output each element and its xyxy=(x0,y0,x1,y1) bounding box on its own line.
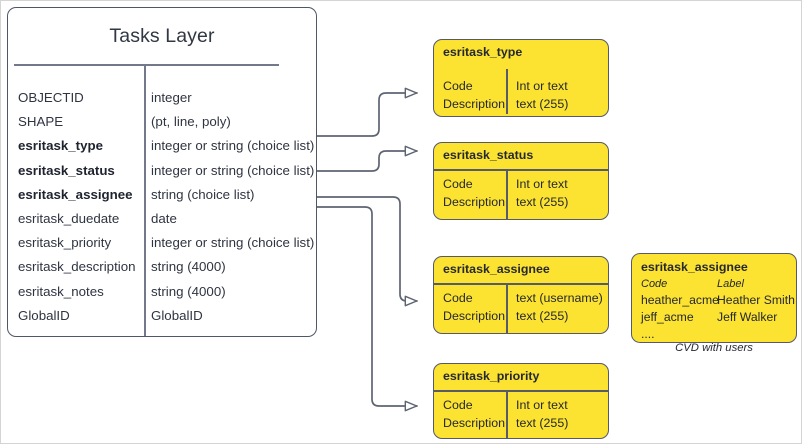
cvd-code: heather_acme xyxy=(641,293,719,307)
field-type: (pt, line, poly) xyxy=(151,114,231,130)
domain-column-divider xyxy=(506,391,508,438)
domain-title: esritask_type xyxy=(443,45,523,59)
table-row[interactable]: esritask_description string (4000) xyxy=(8,255,316,279)
domain-box-esritask-priority[interactable]: esritask_priority Code Description Int o… xyxy=(433,363,609,439)
domain-box-esritask-status[interactable]: esritask_status Code Description Int or … xyxy=(433,142,609,220)
domain-right-lines: Int or text text (255) xyxy=(516,176,568,211)
domain-title-divider xyxy=(434,169,608,171)
connector-priority xyxy=(316,206,418,412)
domain-left-lines: Code Description xyxy=(443,397,505,432)
cvd-label: Heather Smith xyxy=(717,293,795,307)
field-name: SHAPE xyxy=(18,114,64,130)
cvd-title: esritask_assignee xyxy=(641,260,748,274)
list-item[interactable]: jeff_acme Jeff Walker xyxy=(641,309,793,326)
domain-title: esritask_status xyxy=(443,148,534,162)
domain-right-line: Int or text xyxy=(516,398,568,412)
connector-status xyxy=(316,145,418,172)
table-row[interactable]: OBJECTID integer xyxy=(8,86,316,110)
table-row[interactable]: esritask_duedate date xyxy=(8,207,316,231)
cvd-ellipsis: .... xyxy=(641,327,655,341)
domain-left-line: Code xyxy=(443,398,473,412)
domain-left-line: Code xyxy=(443,79,473,93)
cvd-grid: Code Label heather_acme Heather Smith je… xyxy=(641,277,795,343)
field-name: GlobalID xyxy=(18,307,70,323)
domain-left-line: Description xyxy=(443,194,505,209)
domain-left-lines: Code Description xyxy=(443,78,505,113)
table-row[interactable]: SHAPE (pt, line, poly) xyxy=(8,110,316,134)
domain-right-line: text (255) xyxy=(516,308,569,323)
field-name: esritask_description xyxy=(18,259,136,275)
field-name: esritask_status xyxy=(18,162,115,178)
domain-right-line: text (username) xyxy=(516,291,603,305)
domain-right-line: text (255) xyxy=(516,194,569,209)
domain-title: esritask_priority xyxy=(443,369,540,383)
field-type: integer or string (choice list) xyxy=(151,138,315,154)
cvd-code: jeff_acme xyxy=(641,310,694,324)
domain-right-line: Int or text xyxy=(516,79,568,93)
domain-column-divider xyxy=(506,69,508,114)
field-type: integer xyxy=(151,90,192,105)
field-type: string (4000) xyxy=(151,283,226,299)
domain-left-line: Description xyxy=(443,415,505,430)
domain-title-divider xyxy=(434,283,608,285)
field-name: esritask_duedate xyxy=(18,210,120,226)
entity-column-divider xyxy=(144,66,146,336)
entity-title-divider xyxy=(14,64,279,66)
domain-left-line: Description xyxy=(443,96,505,111)
cvd-header-row: Code Label xyxy=(641,277,793,292)
domain-right-line: Int or text xyxy=(516,177,568,191)
field-type: string (choice list) xyxy=(151,186,255,202)
list-item: .... xyxy=(641,326,793,343)
domain-title: esritask_assignee xyxy=(443,262,550,276)
connector-type xyxy=(316,87,418,137)
field-name: esritask_notes xyxy=(18,283,104,299)
cvd-assignee-box[interactable]: esritask_assignee Code Label heather_acm… xyxy=(631,253,797,343)
domain-left-line: Description xyxy=(443,308,505,323)
field-name: esritask_type xyxy=(18,138,104,154)
table-row[interactable]: esritask_notes string (4000) xyxy=(8,280,316,304)
connector-assignee xyxy=(316,196,418,307)
cvd-label: Jeff Walker xyxy=(717,310,778,324)
field-name: OBJECTID xyxy=(18,90,84,105)
domain-right-line: text (255) xyxy=(516,96,569,111)
domain-right-lines: text (username) text (255) xyxy=(516,290,603,325)
table-row[interactable]: esritask_assignee string (choice list) xyxy=(8,183,316,207)
tasks-layer-entity[interactable]: Tasks Layer OBJECTID integer SHAPE (pt, … xyxy=(7,7,317,337)
cvd-caption: CVD with users xyxy=(675,342,753,354)
domain-column-divider xyxy=(506,284,508,333)
table-row[interactable]: esritask_priority integer or string (cho… xyxy=(8,231,316,255)
field-type: integer or string (choice list) xyxy=(151,235,315,251)
table-row[interactable]: GlobalID GlobalID xyxy=(8,304,316,328)
domain-left-lines: Code Description xyxy=(443,290,505,325)
cvd-header-code: Code xyxy=(641,278,668,290)
field-name: esritask_priority xyxy=(18,235,112,251)
cvd-header-label: Label xyxy=(717,278,744,290)
domain-left-lines: Code Description xyxy=(443,176,505,211)
domain-left-line: Code xyxy=(443,177,473,191)
field-type: date xyxy=(151,210,177,226)
domain-box-esritask-assignee[interactable]: esritask_assignee Code Description text … xyxy=(433,256,609,334)
field-type: GlobalID xyxy=(151,307,203,323)
field-type: integer or string (choice list) xyxy=(151,162,315,178)
table-row[interactable]: esritask_type integer or string (choice … xyxy=(8,134,316,158)
table-row[interactable]: esritask_status integer or string (choic… xyxy=(8,159,316,183)
domain-box-esritask-type[interactable]: esritask_type Code Description Int or te… xyxy=(433,39,609,117)
domain-right-line: text (255) xyxy=(516,415,569,430)
domain-column-divider xyxy=(506,170,508,219)
domain-right-lines: Int or text text (255) xyxy=(516,397,568,432)
domain-right-lines: Int or text text (255) xyxy=(516,78,568,113)
domain-left-line: Code xyxy=(443,291,473,305)
field-type: string (4000) xyxy=(151,259,226,275)
domain-title-divider xyxy=(434,390,608,392)
field-name: esritask_assignee xyxy=(18,186,133,202)
entity-field-list: OBJECTID integer SHAPE (pt, line, poly) … xyxy=(8,86,316,328)
list-item[interactable]: heather_acme Heather Smith xyxy=(641,292,795,309)
page-title: Tasks Layer xyxy=(109,25,215,47)
